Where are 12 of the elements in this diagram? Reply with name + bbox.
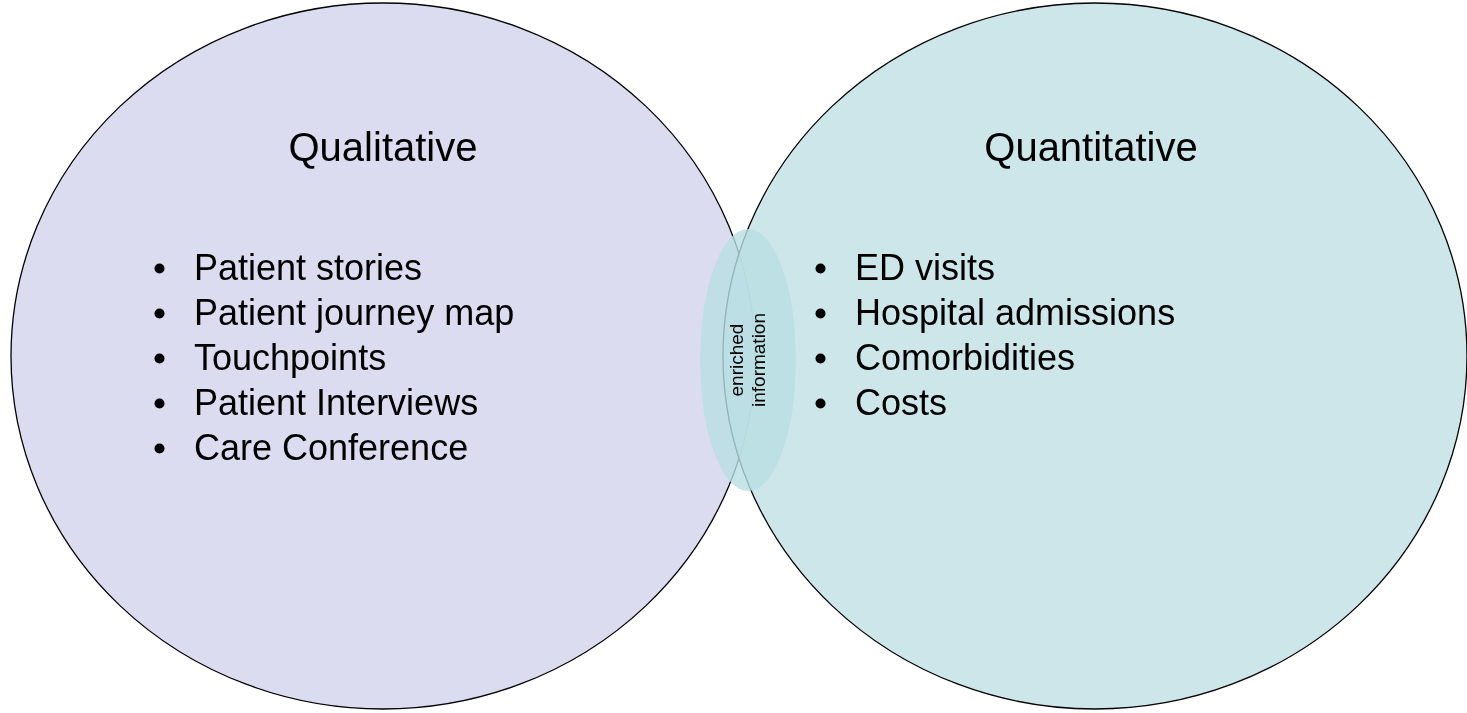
overlap-label: enriched information bbox=[726, 312, 770, 409]
circle-heading: Quantitative bbox=[984, 125, 1198, 170]
list-item: Comorbidities bbox=[855, 337, 1076, 378]
list-item: Patient Interviews bbox=[194, 382, 479, 423]
list-item: Costs bbox=[855, 382, 948, 423]
list-item: Care Conference bbox=[194, 427, 469, 468]
list-item: ED visits bbox=[855, 247, 995, 288]
list-item: Patient journey map bbox=[194, 292, 515, 333]
list-item: Touchpoints bbox=[194, 337, 387, 378]
list-item: Hospital admissions bbox=[855, 292, 1176, 333]
list-item: Patient stories bbox=[194, 247, 423, 288]
circle-heading: Qualitative bbox=[288, 125, 478, 170]
